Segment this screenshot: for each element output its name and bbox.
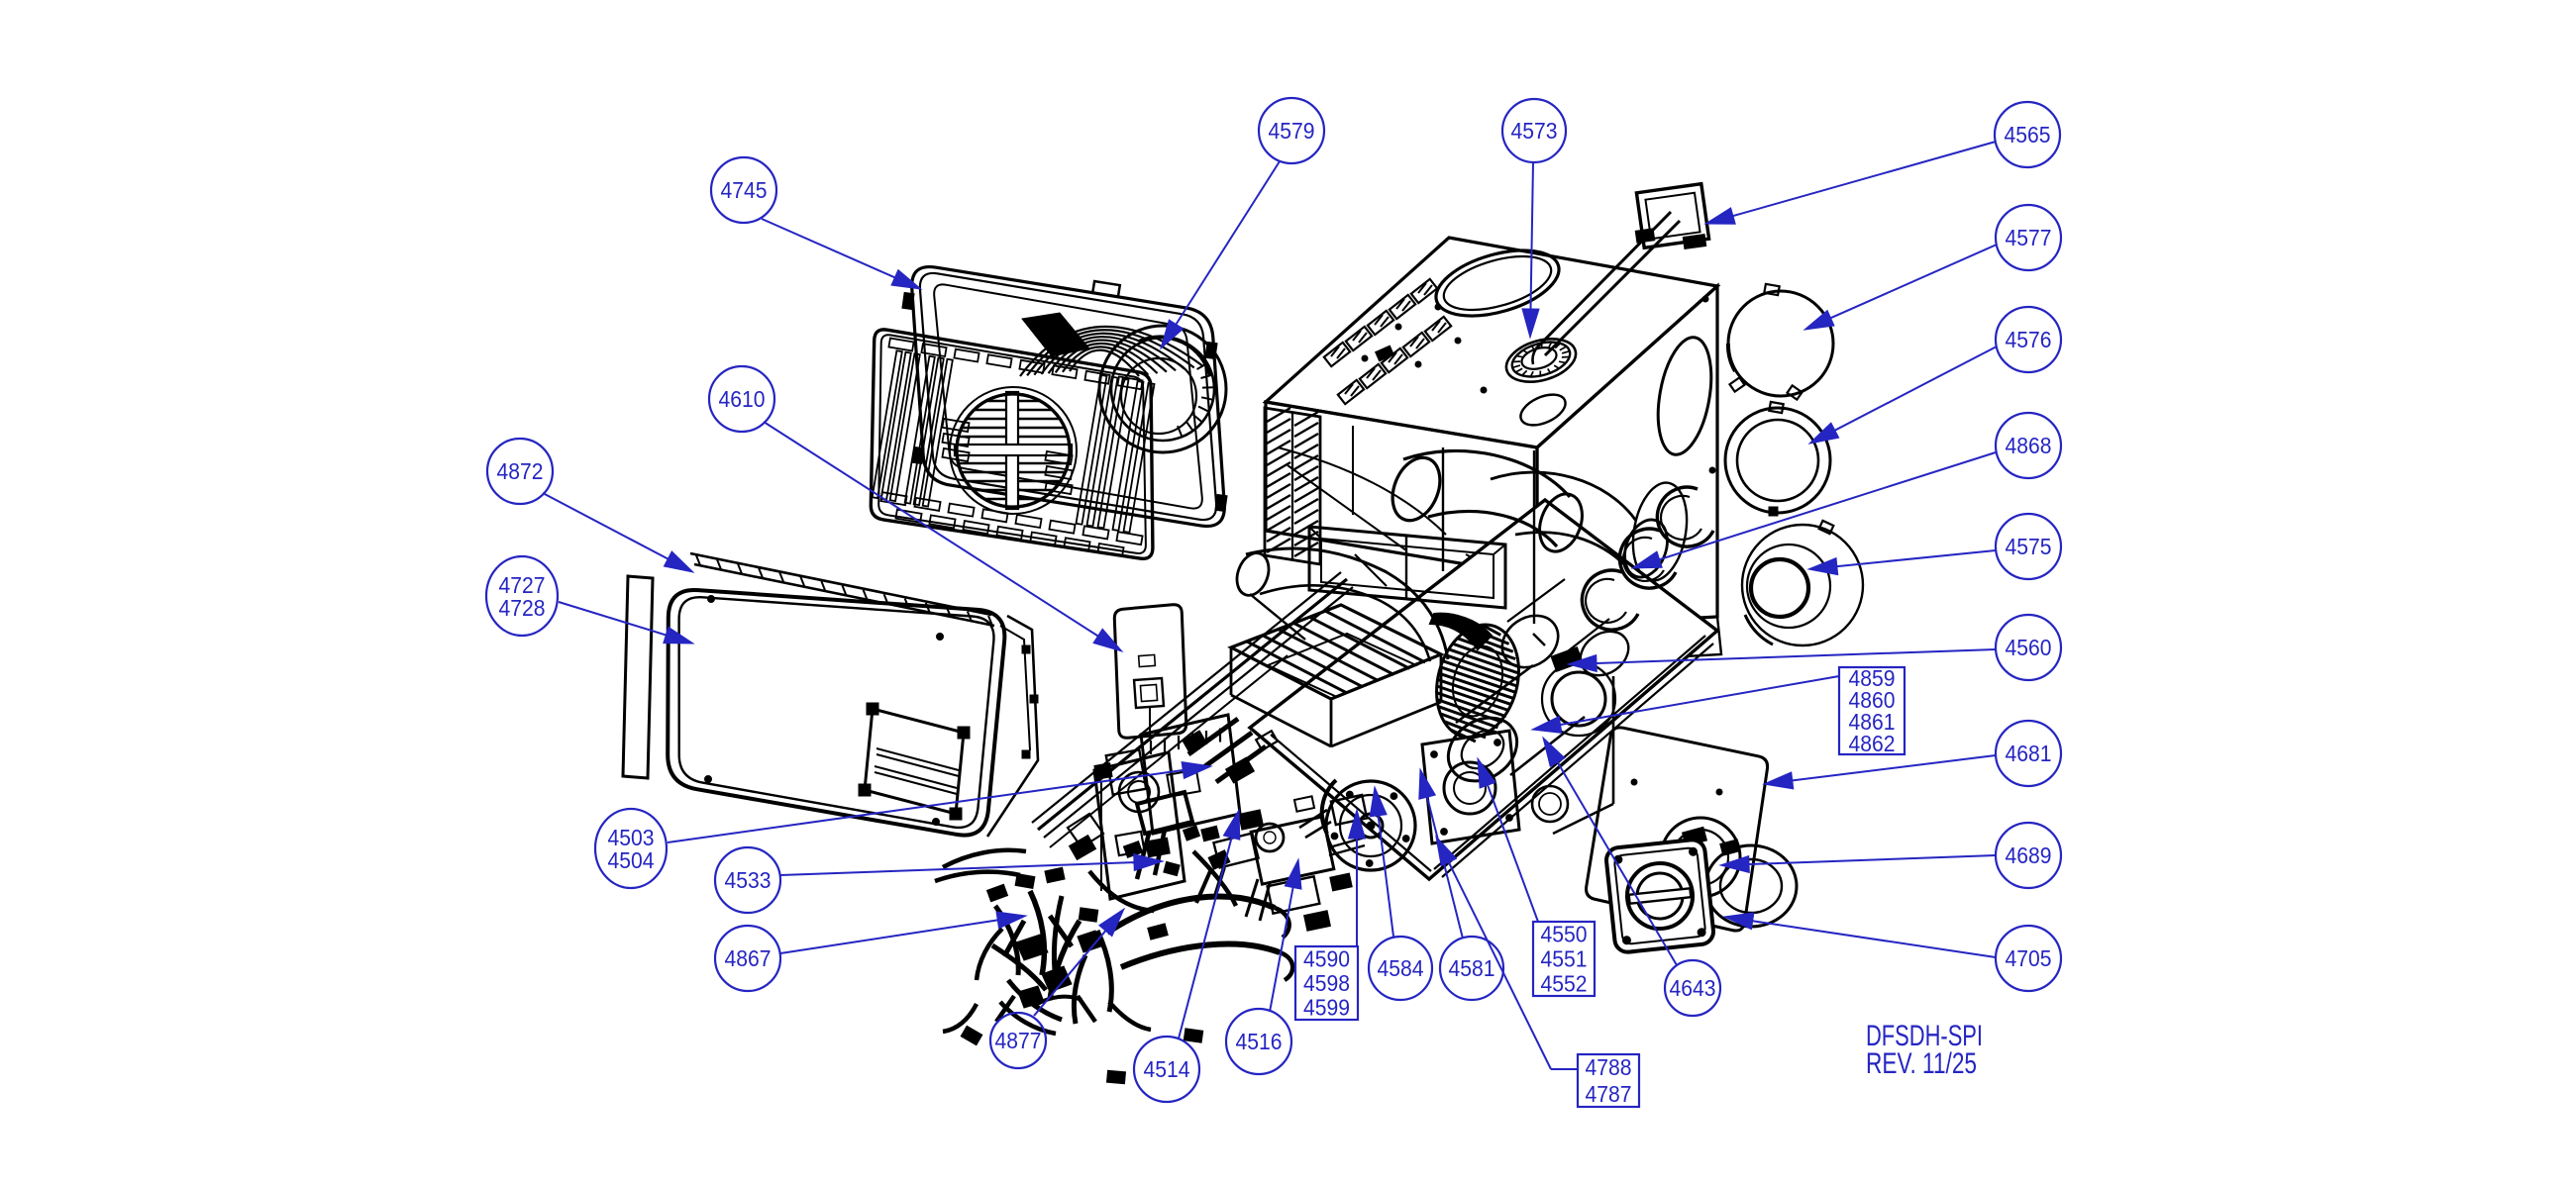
svg-text:4584: 4584 [1378,955,1424,981]
svg-text:4504: 4504 [608,847,655,873]
svg-text:4788: 4788 [1586,1054,1632,1080]
svg-text:4689: 4689 [2006,842,2052,868]
svg-text:4503: 4503 [608,825,655,850]
svg-text:4745: 4745 [721,177,768,203]
svg-text:4705: 4705 [2006,945,2052,971]
svg-text:4787: 4787 [1586,1081,1632,1107]
svg-text:4868: 4868 [2006,433,2052,458]
svg-text:4872: 4872 [497,458,544,484]
svg-text:4643: 4643 [1670,975,1716,1001]
svg-text:4859: 4859 [1849,665,1896,691]
svg-text:4599: 4599 [1303,995,1350,1021]
svg-text:4573: 4573 [1511,118,1558,144]
svg-text:4681: 4681 [2006,741,2052,766]
svg-text:4533: 4533 [725,867,772,893]
svg-text:4867: 4867 [725,945,772,971]
svg-text:4575: 4575 [2006,534,2052,559]
svg-text:4598: 4598 [1303,970,1350,996]
svg-text:4550: 4550 [1541,922,1588,947]
svg-text:4577: 4577 [2006,225,2052,250]
svg-text:4565: 4565 [2005,122,2051,148]
svg-text:4861: 4861 [1849,709,1896,735]
svg-text:4877: 4877 [995,1028,1042,1053]
svg-text:4551: 4551 [1541,946,1588,972]
svg-text:4514: 4514 [1144,1056,1190,1082]
svg-text:REV. 11/25: REV. 11/25 [1866,1047,1977,1080]
svg-text:4552: 4552 [1541,971,1588,997]
svg-text:4727: 4727 [499,572,546,598]
svg-text:4576: 4576 [2006,327,2052,352]
svg-text:4610: 4610 [719,386,766,412]
svg-text:DFSDH-SPI: DFSDH-SPI [1866,1020,1983,1052]
svg-text:4728: 4728 [499,595,546,621]
svg-text:4581: 4581 [1449,955,1495,981]
svg-text:4516: 4516 [1236,1029,1283,1054]
svg-text:4590: 4590 [1303,945,1350,971]
svg-text:4862: 4862 [1849,731,1896,756]
svg-text:4860: 4860 [1849,687,1896,713]
svg-text:4560: 4560 [2006,635,2052,660]
svg-text:4579: 4579 [1269,118,1315,144]
